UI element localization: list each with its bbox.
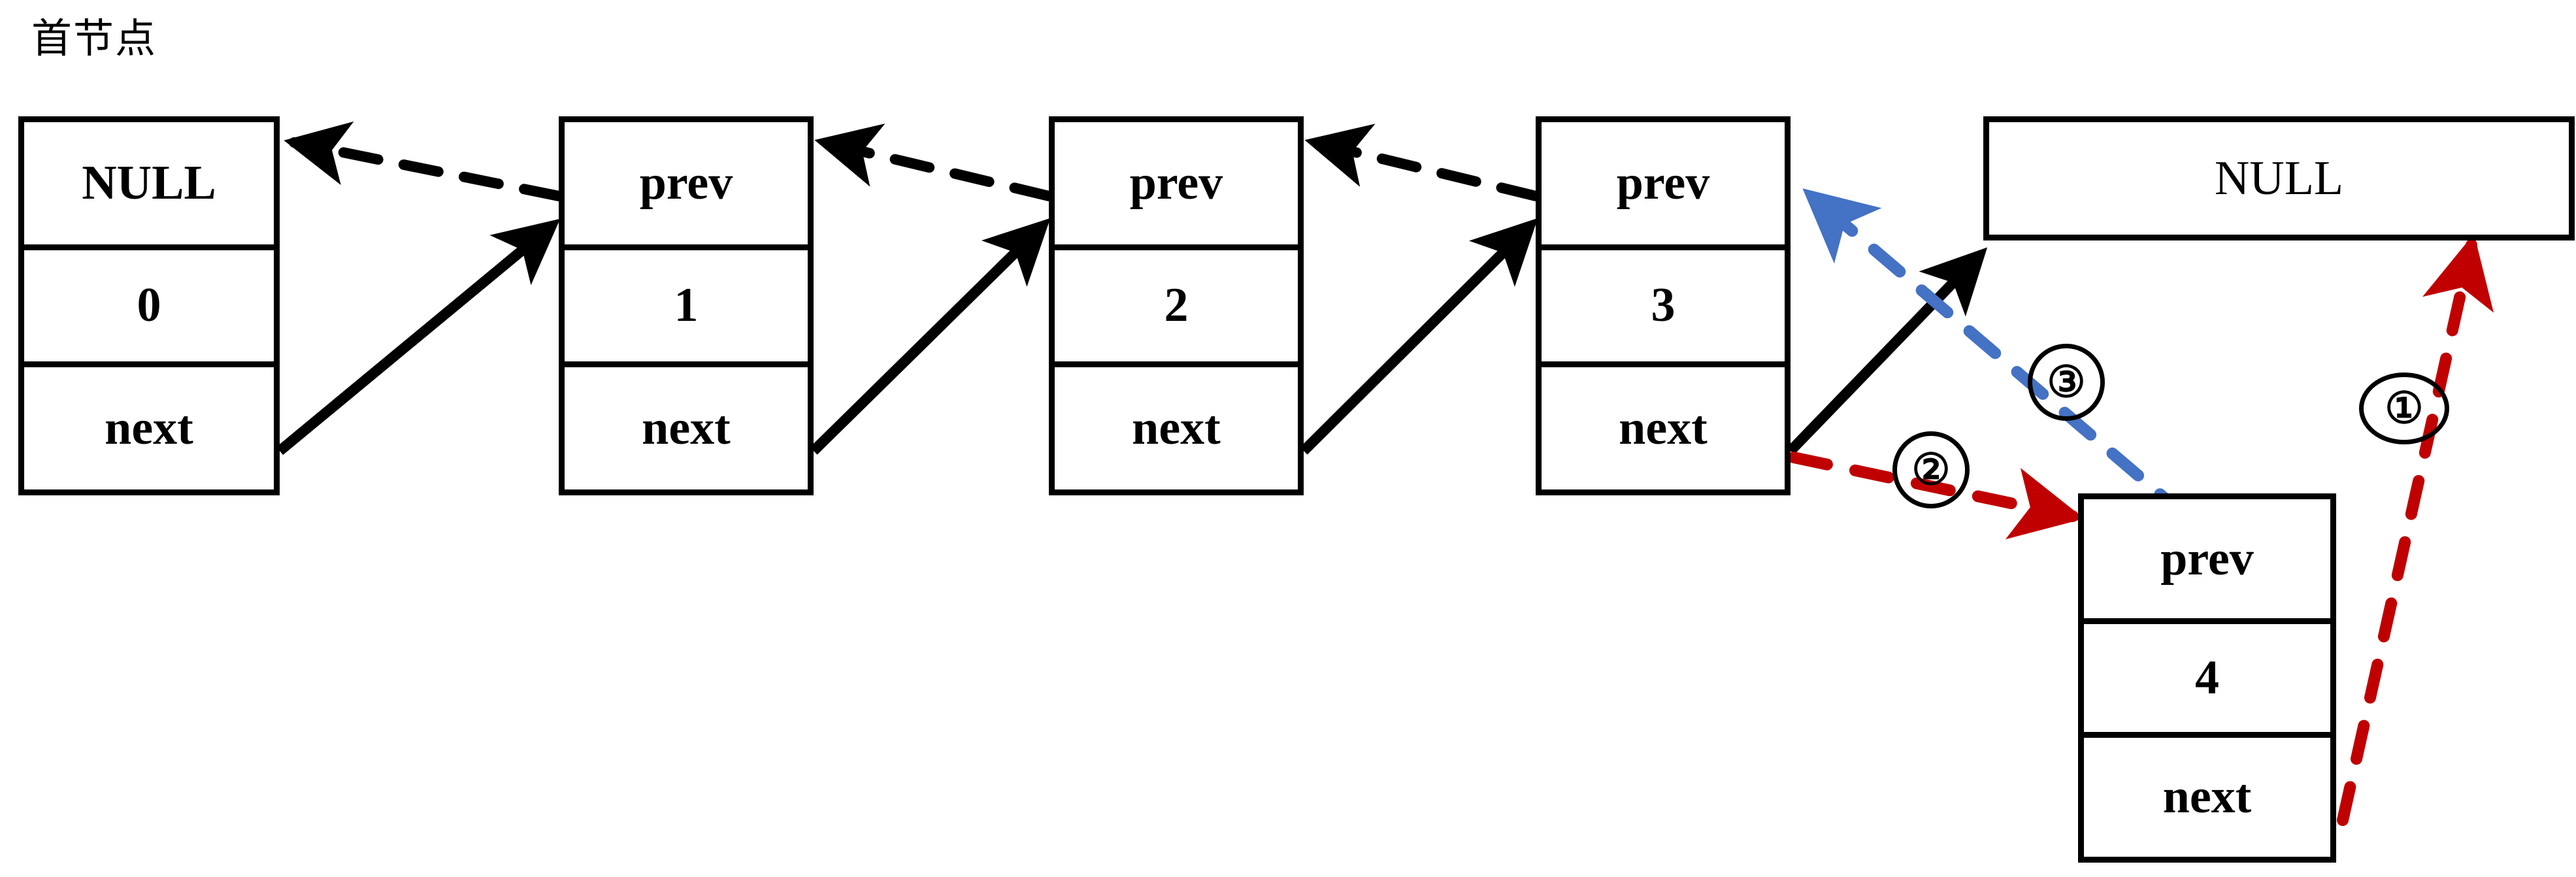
edge-next-node1-to-node2: [810, 218, 1051, 455]
edge-prev-node2-to-node1: [814, 124, 1054, 201]
list-node-4-new[interactable]: prev 4 next: [2078, 493, 2336, 863]
tail-null-box: NULL: [1983, 116, 2575, 240]
node-0-prev-cell: NULL: [24, 122, 274, 245]
edge-next-node3-to-tail-null: [1787, 247, 1988, 455]
node-3-prev-cell: prev: [1542, 122, 1785, 245]
edge-prev-node3-to-node2: [1304, 124, 1541, 201]
node-4-next-cell: next: [2084, 737, 2330, 857]
node-2-prev-cell: prev: [1055, 122, 1298, 245]
step-marker-3: ③: [2028, 344, 2105, 421]
head-node-caption: 首节点: [31, 16, 157, 61]
edge-step3-node4-prev-to-node3: [1802, 188, 2192, 522]
edge-next-node0-to-node1: [276, 218, 561, 455]
edge-next-node2-to-node3: [1300, 218, 1538, 455]
list-node-3[interactable]: prev 3 next: [1536, 116, 1791, 495]
node-1-prev-cell: prev: [565, 122, 808, 245]
node-0-value-cell: 0: [24, 244, 274, 367]
list-node-2[interactable]: prev 2 next: [1049, 116, 1304, 495]
node-2-next-cell: next: [1055, 367, 1298, 489]
step-marker-1: ①: [2359, 372, 2449, 444]
edge-prev-node1-to-node0: [284, 121, 564, 201]
node-4-prev-cell: prev: [2084, 499, 2330, 619]
list-node-1[interactable]: prev 1 next: [559, 116, 814, 495]
node-3-next-cell: next: [1542, 367, 1785, 489]
step-marker-2: ②: [1892, 431, 1970, 508]
node-3-value-cell: 3: [1542, 244, 1785, 367]
edge-step1-node4-next-to-tail-null: [2337, 233, 2494, 826]
node-1-value-cell: 1: [565, 244, 808, 367]
node-1-next-cell: next: [565, 367, 808, 489]
node-2-value-cell: 2: [1055, 244, 1298, 367]
list-node-0[interactable]: NULL 0 next: [18, 116, 280, 495]
node-4-value-cell: 4: [2084, 618, 2330, 738]
node-0-next-cell: next: [24, 367, 274, 489]
